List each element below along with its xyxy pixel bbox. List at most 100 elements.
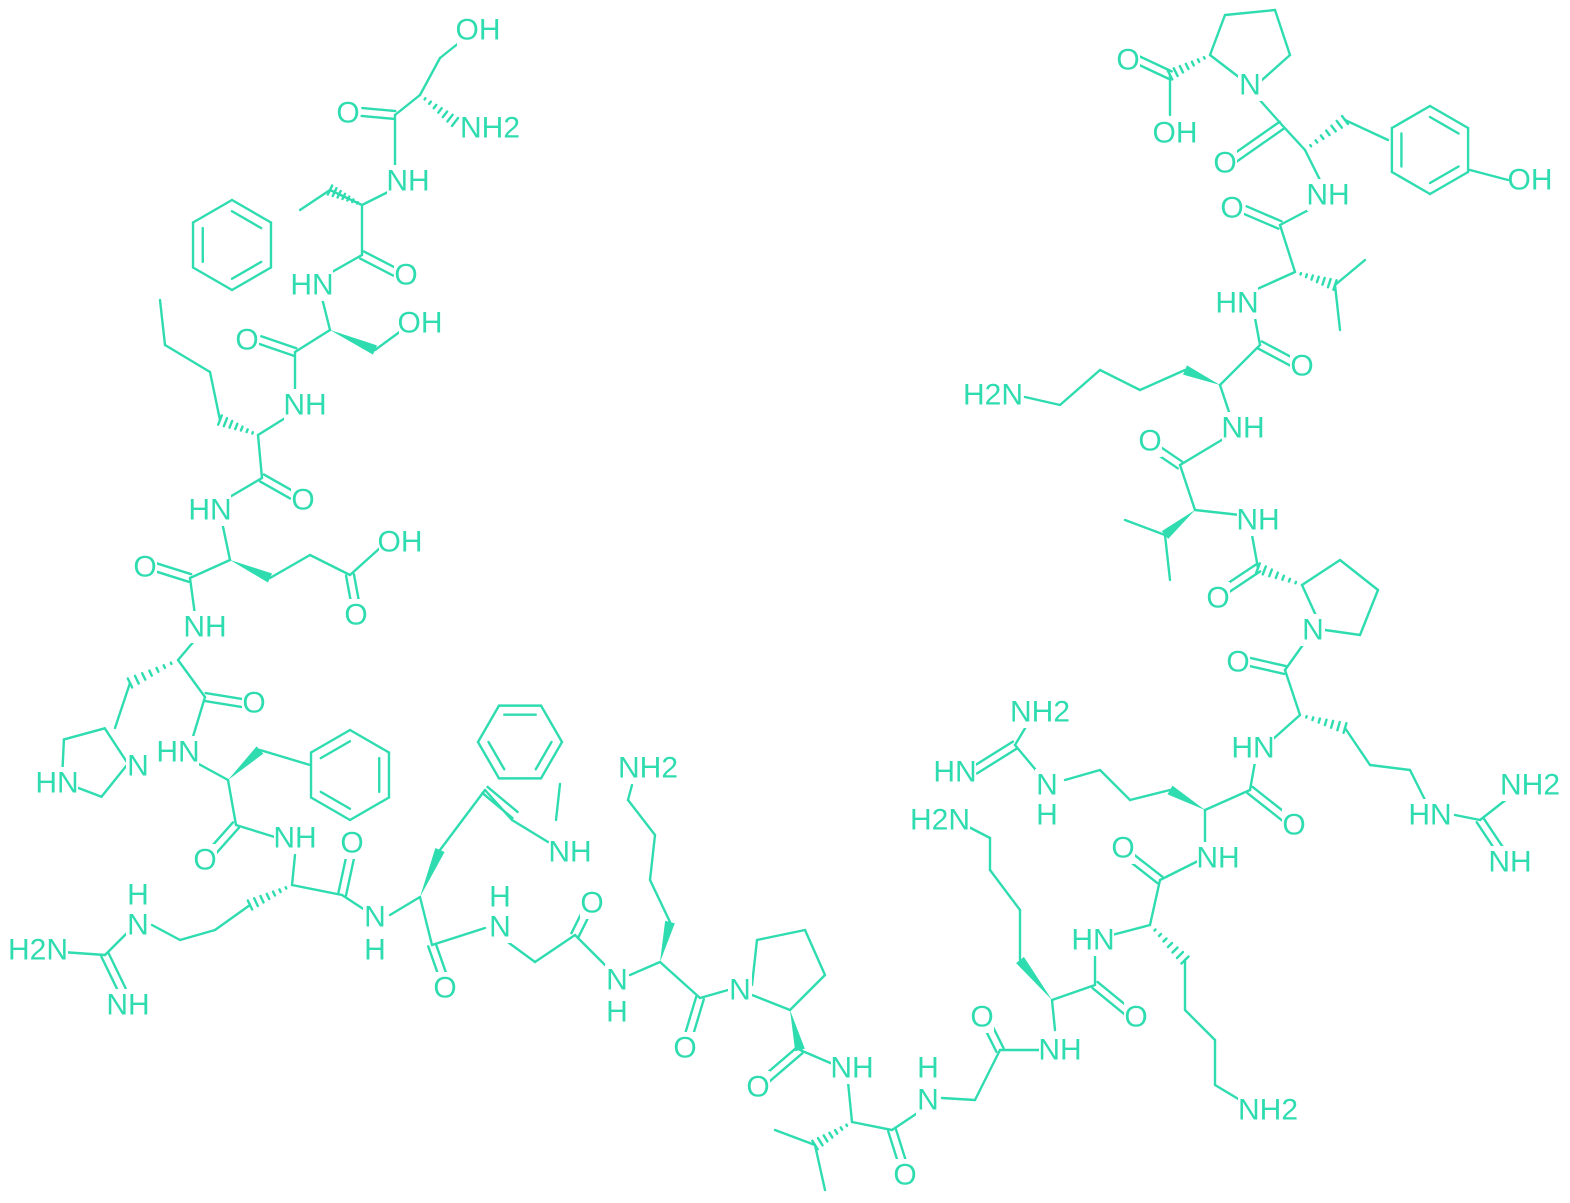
atom-label: NH2 xyxy=(618,752,678,785)
bond-80 xyxy=(62,727,106,741)
bond-93 xyxy=(319,790,352,810)
atom-label-background xyxy=(1116,44,1140,76)
bond-314 xyxy=(1172,67,1179,78)
bond-149 xyxy=(658,960,702,1000)
bond-164 xyxy=(833,1128,839,1135)
atom-label: HN xyxy=(156,736,199,769)
bond-34 xyxy=(362,250,399,270)
bond-20 xyxy=(336,189,342,199)
bond-260 xyxy=(1098,368,1142,392)
bond-89 xyxy=(309,728,352,754)
bond-276 xyxy=(1333,283,1342,332)
bond-259 xyxy=(1138,368,1187,392)
bond-277 xyxy=(1278,223,1297,274)
atom-label: N xyxy=(364,901,386,934)
atom-label-background xyxy=(1238,1094,1298,1126)
atom-label: O xyxy=(970,1001,993,1034)
atom-label: O xyxy=(580,887,603,920)
atom-label: O xyxy=(1290,350,1313,383)
bond-50 xyxy=(208,370,222,422)
atom-label: NH xyxy=(1221,412,1264,445)
atom-label-background xyxy=(618,752,678,784)
bond-132 xyxy=(554,782,562,822)
atom-label-background xyxy=(460,112,520,144)
bond-267 xyxy=(1253,270,1297,292)
bond-83 xyxy=(204,691,244,701)
bond-71 xyxy=(148,669,154,677)
atom-label: N xyxy=(1239,69,1261,102)
bond-275 xyxy=(1333,258,1367,287)
atom-label: O xyxy=(235,324,258,357)
bond-70 xyxy=(155,666,160,673)
bond-176 xyxy=(973,1048,1002,1102)
atom-label-background xyxy=(1489,846,1531,878)
bond-296 xyxy=(1428,165,1460,185)
bond-219 xyxy=(1311,716,1315,722)
atom-label-background xyxy=(1238,69,1262,101)
atom-label: O xyxy=(242,687,265,720)
atom-label-background xyxy=(1035,799,1059,831)
wedge-bond xyxy=(330,330,378,355)
atom-label-background xyxy=(394,259,418,291)
bond-250 xyxy=(1250,533,1260,570)
bond-58 xyxy=(268,553,312,580)
bond-106 xyxy=(252,897,260,908)
bond-19 xyxy=(341,192,347,201)
atom-label-background xyxy=(1226,646,1250,678)
bond-155 xyxy=(803,928,827,977)
atom-label-background xyxy=(363,901,387,933)
bond-63 xyxy=(188,558,232,580)
bond-73 xyxy=(133,674,140,685)
bond-113 xyxy=(100,955,120,993)
atom-label-background xyxy=(1232,732,1274,764)
atom-label: H2N xyxy=(910,804,970,837)
atom-label: O xyxy=(133,551,156,584)
atom-label-background xyxy=(189,494,231,526)
bond-291 xyxy=(1390,170,1432,196)
atom-label-background xyxy=(605,996,629,1028)
bond-52 xyxy=(158,298,167,347)
bond-2 xyxy=(423,97,427,101)
bond-40 xyxy=(257,342,295,357)
bond-307 xyxy=(1273,8,1292,57)
atom-label-background xyxy=(1409,799,1451,831)
wedge-bond xyxy=(660,920,675,962)
bond-289 xyxy=(1343,118,1390,142)
bond-191 xyxy=(1157,932,1163,938)
atom-label: H xyxy=(917,1052,939,1085)
bond-144 xyxy=(628,960,662,977)
atom-label: O xyxy=(1206,582,1229,615)
wedge-bond xyxy=(230,560,273,583)
bond-310 xyxy=(1196,58,1201,64)
atom-label-background xyxy=(291,484,315,516)
bond-190 xyxy=(1153,928,1157,932)
atom-label-background xyxy=(549,836,591,868)
atom-label-background xyxy=(379,526,421,558)
atom-label: O xyxy=(673,1032,696,1065)
atom-label: OH xyxy=(1153,117,1198,150)
bond-109 xyxy=(178,928,217,942)
bond-103 xyxy=(271,890,277,897)
bond-54 xyxy=(258,480,292,500)
bond-261 xyxy=(1058,368,1102,407)
bond-131 xyxy=(510,818,550,844)
bond-31 xyxy=(230,210,263,230)
atom-label-background xyxy=(1039,1034,1081,1066)
atom-label: NH xyxy=(548,836,591,869)
bond-4 xyxy=(432,103,438,110)
atom-label-background xyxy=(433,972,457,1004)
atom-label: O xyxy=(344,599,367,632)
bond-223 xyxy=(1336,720,1341,732)
bond-167 xyxy=(816,1136,824,1147)
bond-18 xyxy=(346,195,351,202)
bond-317 xyxy=(1135,62,1170,80)
bond-47 xyxy=(228,419,234,429)
bond-246 xyxy=(1261,565,1268,576)
atom-label-background xyxy=(184,611,226,643)
bond-263 xyxy=(1218,343,1262,387)
bond-75 xyxy=(113,681,132,730)
atom-label: N xyxy=(1036,769,1058,802)
atom-label: NH xyxy=(1236,504,1279,537)
bond-66 xyxy=(188,576,197,617)
